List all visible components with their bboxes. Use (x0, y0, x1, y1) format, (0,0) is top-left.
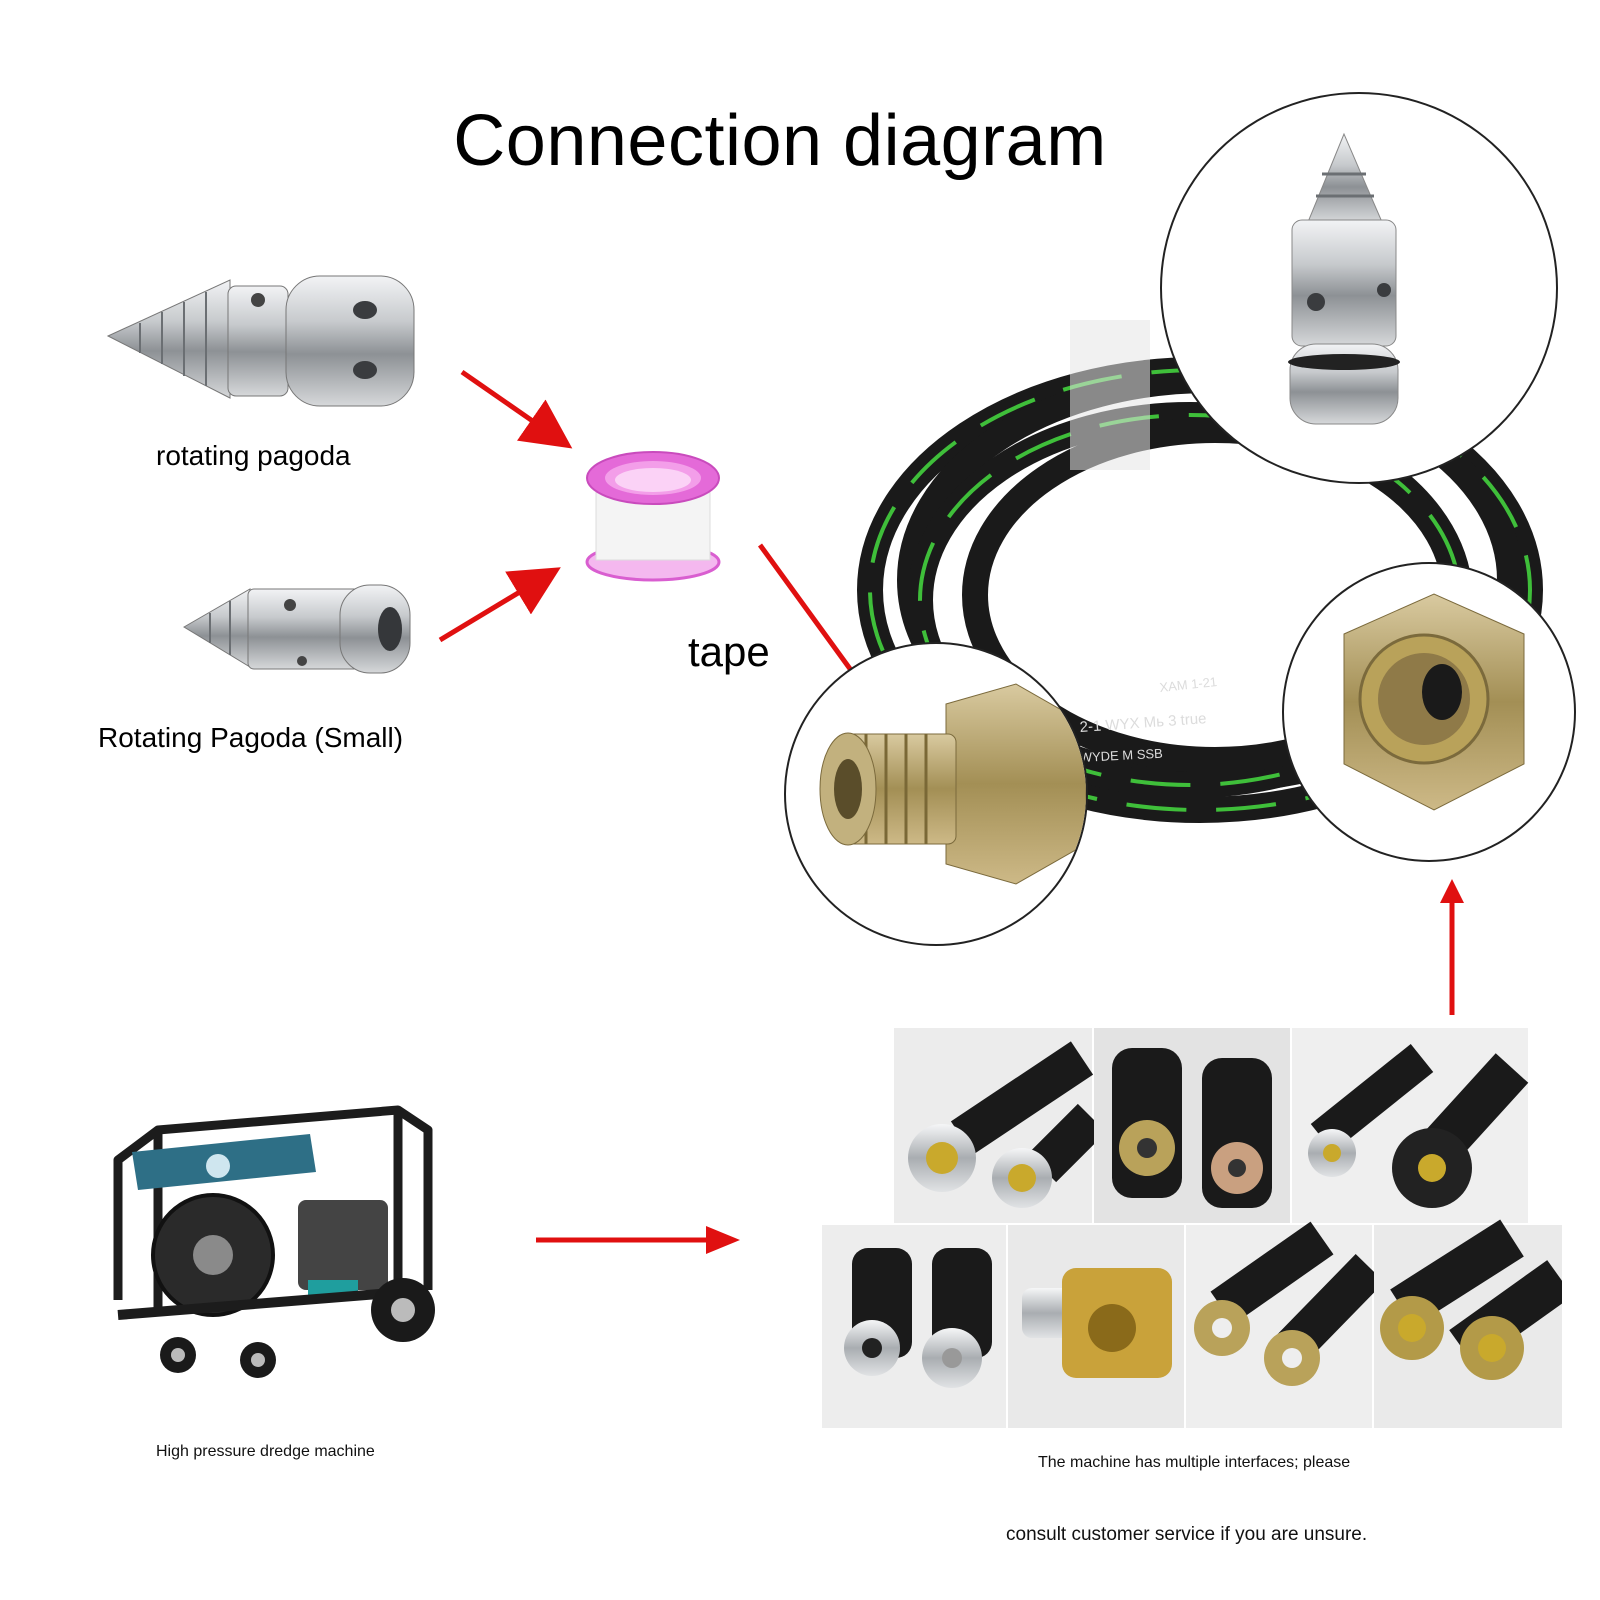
hose-print-b: XAM 1-21 (1159, 674, 1218, 695)
ptfe-tape-roll-image (578, 442, 728, 592)
interfaces-note-line2: consult customer service if you are unsu… (1006, 1524, 1368, 1545)
rotating-pagoda-image (100, 268, 430, 418)
female-fitting-inset-circle (1282, 562, 1576, 862)
tape-label: tape (688, 628, 770, 675)
machine-label: High pressure dredge machine (156, 1443, 375, 1460)
arrow-interfaces-to-hose (1440, 879, 1464, 1015)
interface-photo-2 (1094, 1028, 1290, 1223)
arrow-pagoda-to-tape (460, 369, 573, 449)
hose-print-c: WYDE M SSB (1079, 746, 1163, 765)
male-fitting-inset-circle (784, 642, 1088, 946)
interfaces-note-line1: The machine has multiple interfaces; ple… (1038, 1454, 1351, 1471)
high-pressure-dredge-machine-image (98, 1090, 458, 1390)
rotating-pagoda-small-label: Rotating Pagoda (Small) (98, 722, 404, 753)
interface-photo-6 (1186, 1221, 1385, 1428)
interface-photo-7 (1374, 1219, 1562, 1428)
rotating-pagoda-small-image (180, 575, 415, 685)
arrow-small-pagoda-to-tape (438, 567, 561, 643)
arrow-machine-to-interfaces (536, 1226, 740, 1254)
interface-photo-1 (894, 1028, 1107, 1223)
interface-photo-grid (822, 1028, 1562, 1428)
hose-print-a: 2-1 WYX Mь 3 true (1079, 710, 1207, 736)
rotating-pagoda-label: rotating pagoda (156, 440, 351, 471)
page-title: Connection diagram (453, 101, 1107, 181)
interface-photo-4 (822, 1225, 1006, 1428)
interface-photo-5 (1008, 1225, 1184, 1428)
nozzle-inset-circle (1160, 92, 1558, 484)
interface-photo-3 (1292, 1028, 1529, 1223)
